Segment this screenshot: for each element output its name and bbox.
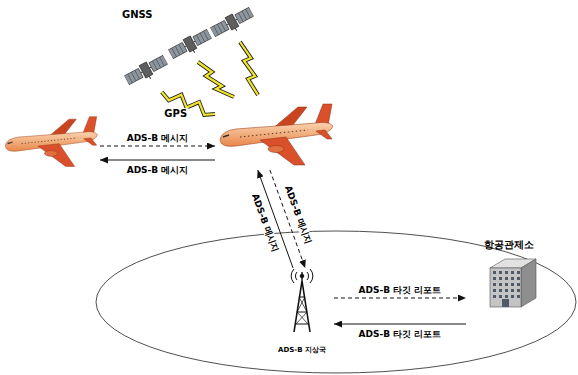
facility-name: 항공관제소 — [484, 239, 534, 251]
satellite — [209, 5, 256, 41]
airplane — [220, 104, 333, 165]
message-arrow — [334, 298, 466, 299]
control-center: 항공관제소 — [466, 236, 552, 330]
message-arrow — [100, 160, 215, 161]
satellite — [123, 53, 170, 89]
control-building — [490, 259, 536, 307]
edge-label: ADS-B 타깃 리포트 — [357, 285, 444, 295]
arrow-line — [334, 324, 466, 325]
antenna-tower — [291, 269, 313, 332]
arrow-line — [334, 298, 466, 299]
station-name: ADS-B 지상국 — [278, 346, 326, 354]
edge-label: ADS-B 타깃 리포트 — [357, 329, 444, 339]
aircraft — [215, 100, 337, 170]
satellite — [167, 27, 214, 63]
message-arrow — [334, 324, 466, 325]
system-name: GNSS — [122, 9, 153, 21]
ground-region — [96, 231, 576, 373]
edge-label: ADS-B 메시지 — [125, 165, 191, 175]
arrow-line — [100, 146, 215, 147]
edge-label: ADS-B 메시지 — [282, 183, 314, 248]
edge-label: GPS — [162, 108, 189, 120]
message-arrow — [100, 146, 215, 147]
satellite-group: GNSS — [118, 6, 264, 92]
edge-label: ADS-B 메시지 — [249, 190, 281, 255]
airplane — [5, 117, 97, 167]
ground-station: ADS-B 지상국 — [270, 268, 334, 358]
aircraft — [2, 112, 100, 174]
arrow-line — [100, 160, 215, 161]
edge-label: ADS-B 메시지 — [125, 133, 191, 143]
signal-bolt — [198, 42, 258, 97]
